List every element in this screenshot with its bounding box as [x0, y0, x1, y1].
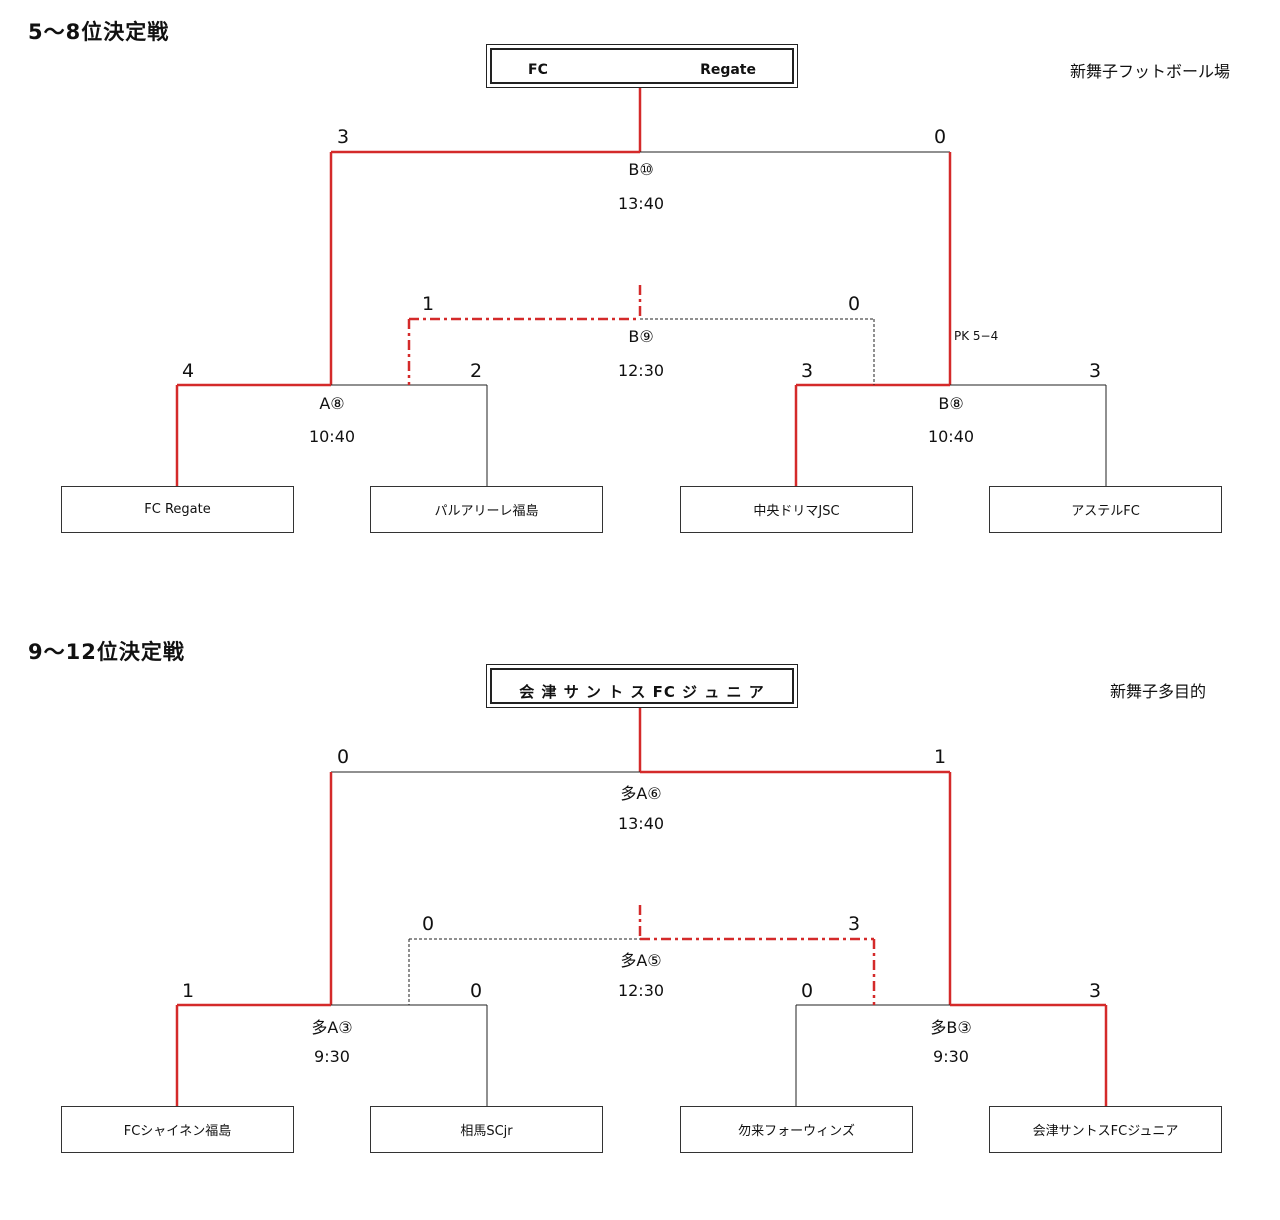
match-b-code: 多B③ [930, 1018, 972, 1037]
third-match-code: 多A⑤ [620, 951, 662, 970]
third-match-code: B⑨ [628, 327, 654, 346]
team-box: 会津サントスFCジュニア [989, 1106, 1222, 1153]
section-title: 5～8位決定戦 [28, 20, 170, 44]
match-a-time: 9:30 [314, 1047, 350, 1066]
final-score-right: 1 [933, 746, 947, 768]
bracket-lines [175, 88, 1107, 486]
final-score-left: 3 [336, 126, 350, 148]
winner-box: FC Regate [486, 44, 798, 88]
match-b-score-left: 3 [800, 360, 814, 382]
team-box: 中央ドリマJSC [680, 486, 913, 533]
third-score-left: 1 [421, 293, 435, 315]
team-box: 相馬SCjr [370, 1106, 603, 1153]
pk-note: PK 5−4 [954, 329, 999, 343]
team-box: 勿来フォーウィンズ [680, 1106, 913, 1153]
winner-name-left: FC [528, 62, 548, 78]
third-score-right: 3 [847, 913, 861, 935]
match-a-score-left: 4 [181, 360, 195, 382]
venue-label: 新舞子フットボール場 [1070, 62, 1231, 81]
final-match-time: 13:40 [617, 814, 665, 833]
section-title: 9～12位決定戦 [28, 640, 185, 664]
team-box: FCシャイネン福島 [61, 1106, 294, 1153]
match-a-score-left: 1 [181, 980, 195, 1002]
match-a-score-right: 2 [469, 360, 483, 382]
match-b-score-left: 0 [800, 980, 814, 1002]
match-a-time: 10:40 [308, 427, 356, 446]
final-match-time: 13:40 [617, 194, 665, 213]
match-a-score-right: 0 [469, 980, 483, 1002]
bracket-9-12: 9～12位決定戦 新舞子多目的 会 津 サ ン ト ス FC ジ ュ ニ ア 0… [0, 620, 1280, 1220]
final-score-left: 0 [336, 746, 350, 768]
match-a-code: A⑧ [319, 394, 345, 413]
match-b-time: 9:30 [933, 1047, 969, 1066]
winner-name: 会 津 サ ン ト ス FC ジ ュ ニ ア [519, 683, 765, 701]
team-box: FC Regate [61, 486, 294, 533]
bracket-lines [175, 708, 1108, 1106]
bracket-5-8: 5～8位決定戦 新舞子フットボール場 FC Regate 3 0 B⑩ 13:4… [0, 0, 1280, 600]
team-box: アステルFC [989, 486, 1222, 533]
third-match-time: 12:30 [617, 361, 665, 380]
match-b-score-right: 3 [1088, 980, 1102, 1002]
winner-box: 会 津 サ ン ト ス FC ジ ュ ニ ア [486, 664, 798, 708]
final-match-code: 多A⑥ [620, 784, 662, 803]
match-b-score-right: 3 [1088, 360, 1102, 382]
final-score-right: 0 [933, 126, 947, 148]
venue-label: 新舞子多目的 [1110, 682, 1207, 701]
final-match-code: B⑩ [628, 160, 654, 179]
winner-name-right: Regate [700, 62, 756, 78]
team-box: パルアリーレ福島 [370, 486, 603, 533]
third-match-time: 12:30 [617, 981, 665, 1000]
match-a-code: 多A③ [311, 1018, 353, 1037]
match-b-code: B⑧ [938, 394, 964, 413]
third-score-right: 0 [847, 293, 861, 315]
match-b-time: 10:40 [927, 427, 975, 446]
third-score-left: 0 [421, 913, 435, 935]
